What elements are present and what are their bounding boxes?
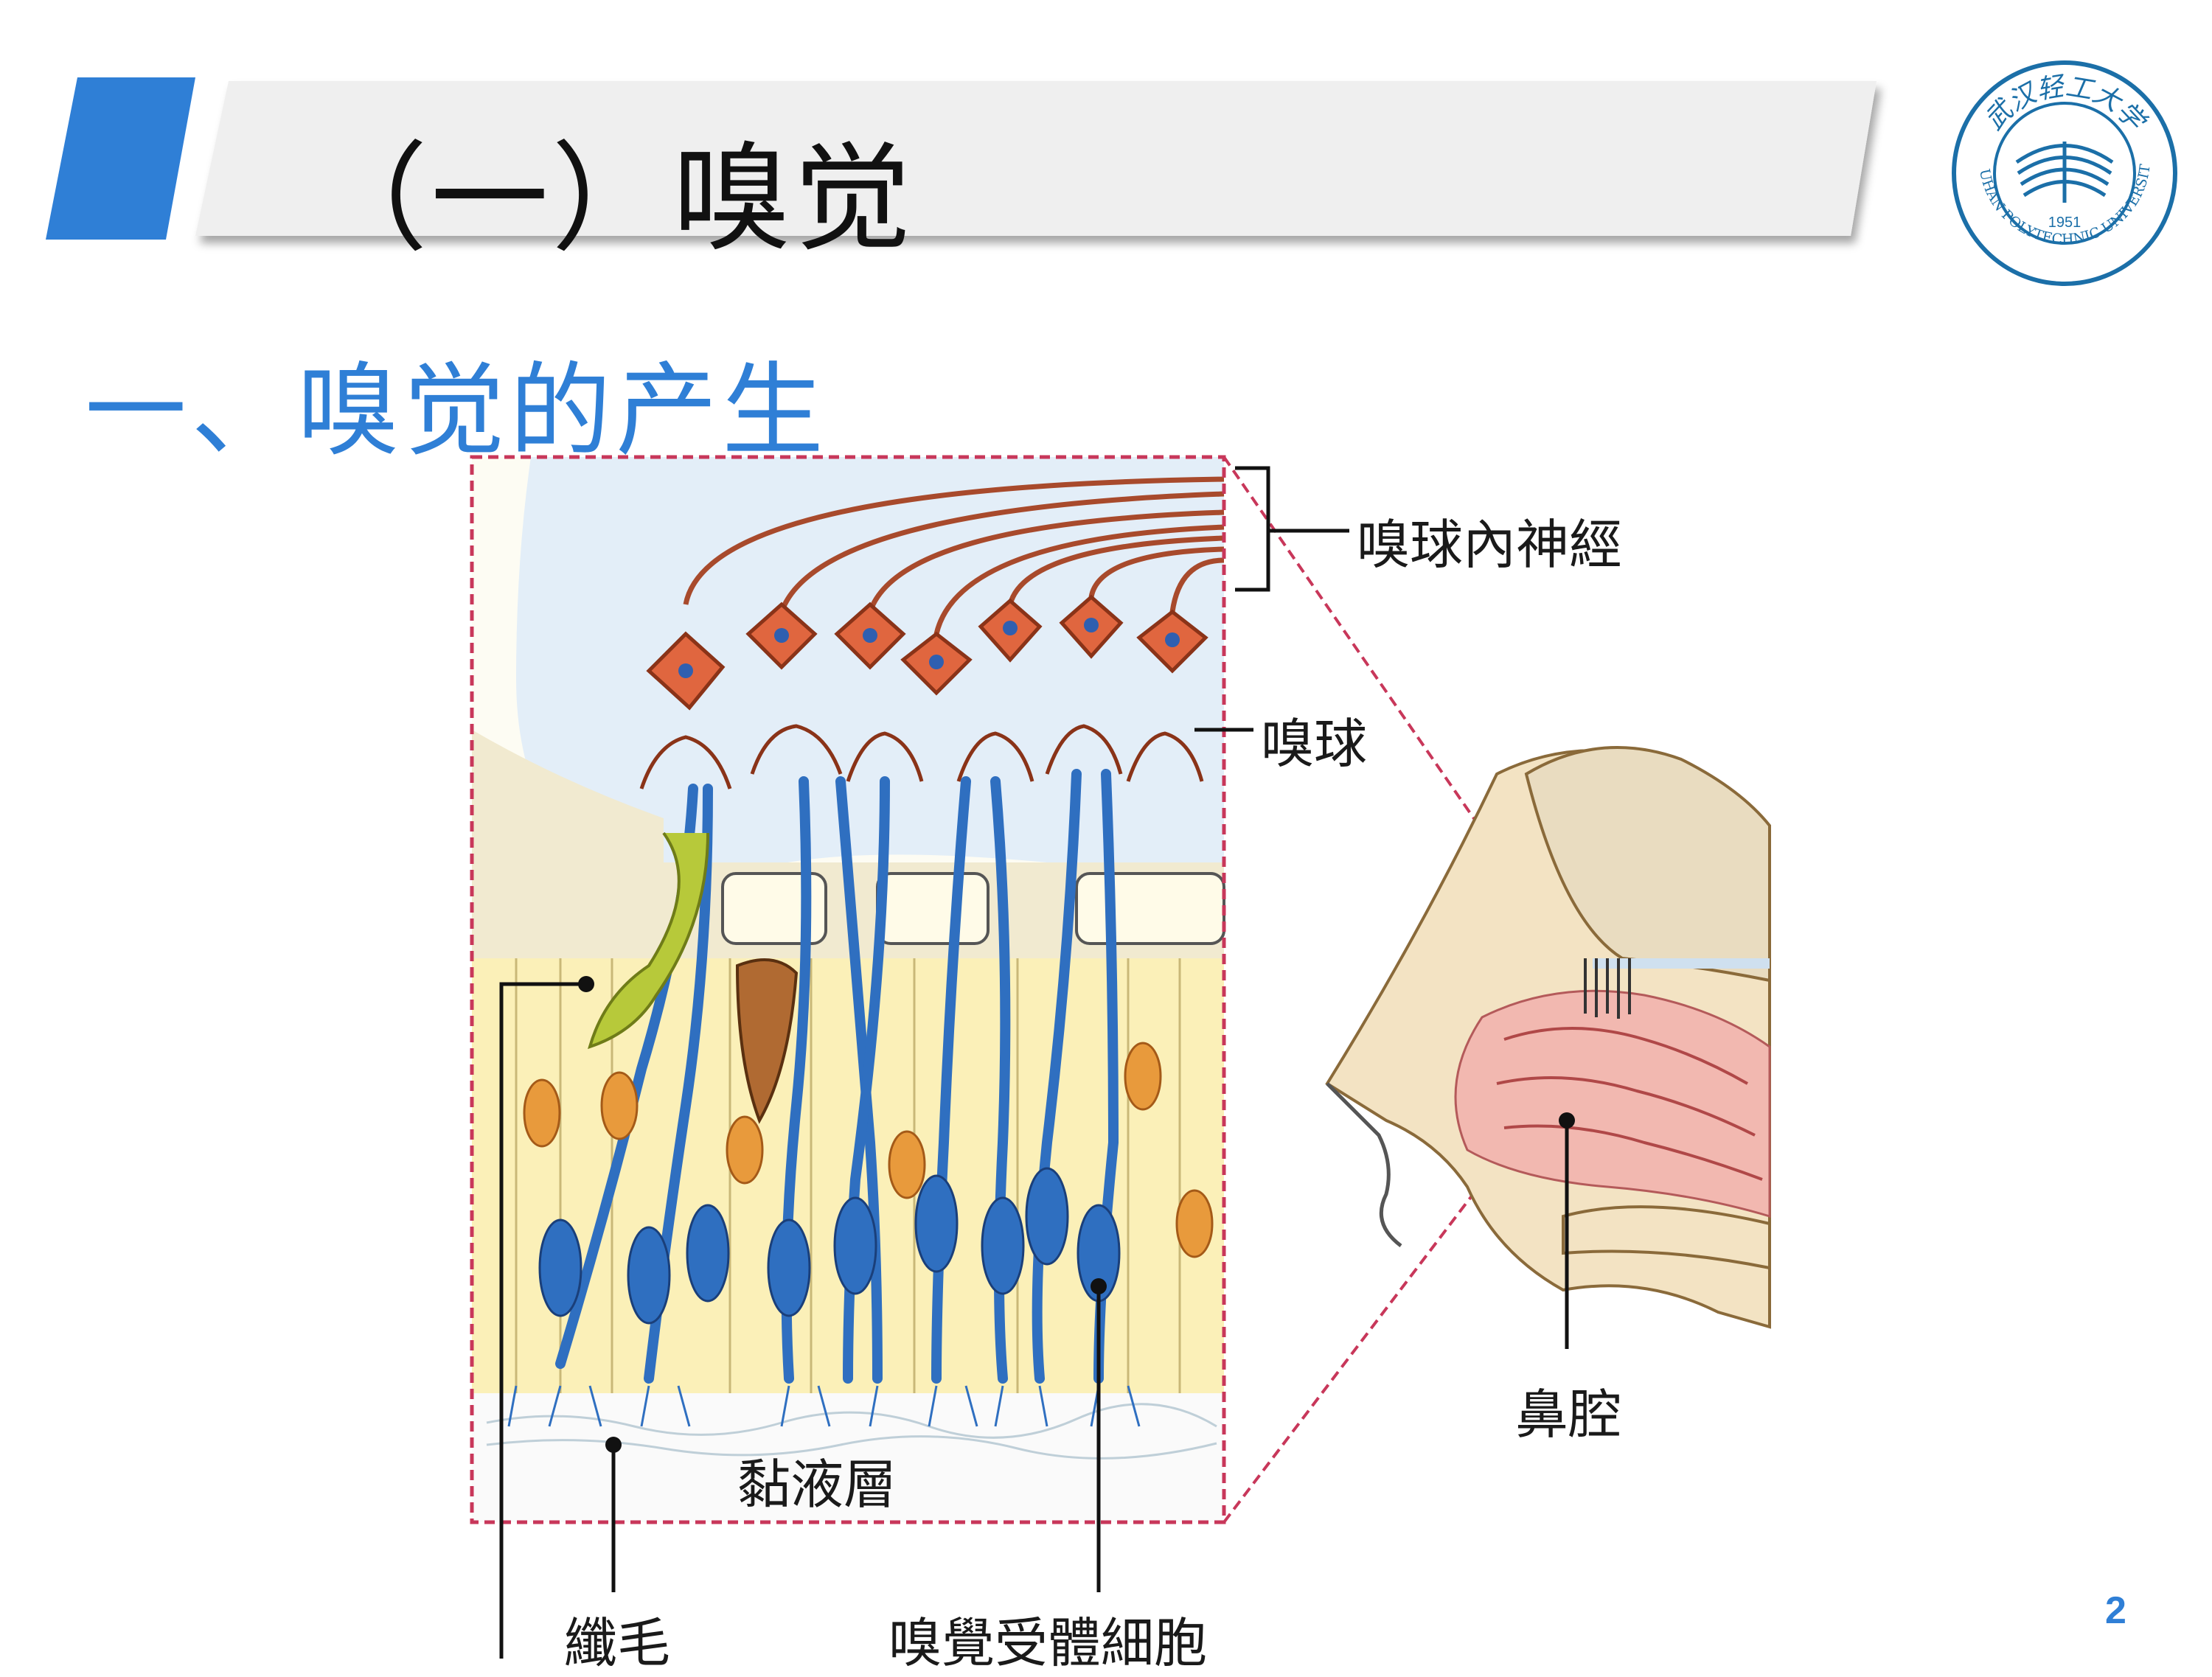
label-nasal-cavity: 鼻腔 <box>1515 1384 1622 1446</box>
logo-year: 1951 <box>2048 215 2081 231</box>
label-olfactory-receptor-cell: 嗅覺受體細胞 <box>888 1612 1208 1674</box>
page-number: 2 <box>2105 1589 2126 1632</box>
label-olfactory-bulb: 嗅球 <box>1261 713 1368 775</box>
olfactory-nerve-fibers <box>683 476 1225 635</box>
title-banner <box>46 77 1877 240</box>
title-accent-block <box>46 77 195 240</box>
slide-title: （一）嗅觉 <box>310 130 915 268</box>
inset-border <box>470 455 1226 1524</box>
label-cilia: 纖毛 <box>564 1612 671 1674</box>
label-mucus-layer: 黏液層 <box>737 1454 897 1516</box>
supporting-cell-nuclei <box>523 1042 1214 1258</box>
basal-cell <box>735 958 799 1124</box>
receptor-cell-bodies <box>538 1167 1121 1325</box>
nose-cross-section <box>1325 746 1771 1329</box>
title-bar <box>195 81 1877 236</box>
label-olfactory-bulb-nerve: 嗅球內神經 <box>1357 514 1623 576</box>
glomeruli <box>639 724 1204 789</box>
section-heading: 一、嗅觉的产生 <box>85 352 829 470</box>
glial-cell <box>588 831 709 1050</box>
university-logo: 武汉轻工大学 WUHAN POLYTECHNIC UNIVERSITY 1951 <box>1950 59 2177 286</box>
nasal-cavity-region <box>1454 989 1771 1218</box>
